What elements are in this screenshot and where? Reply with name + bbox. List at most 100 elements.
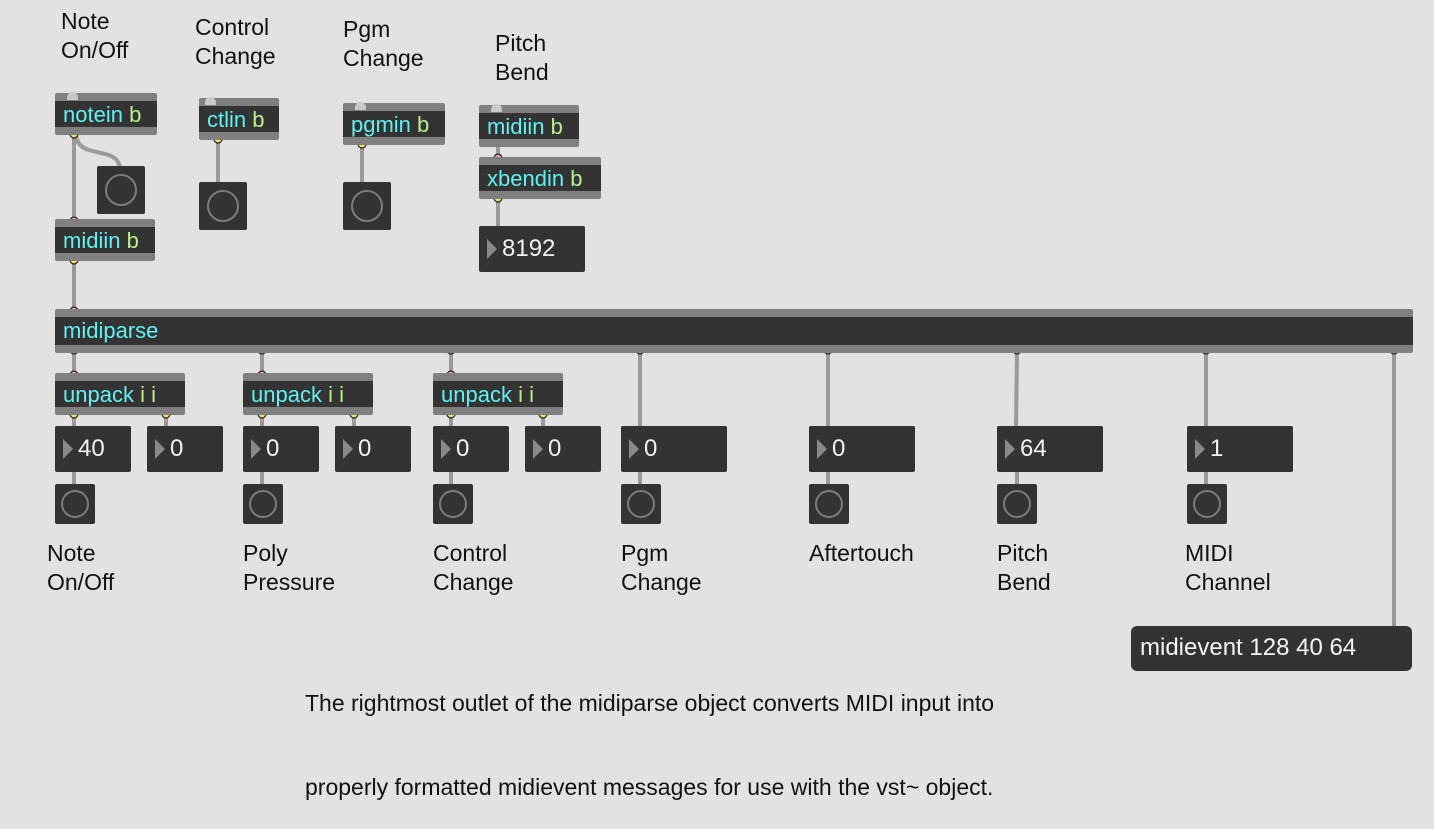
object-text: notein b bbox=[63, 102, 141, 128]
label-line: Change bbox=[621, 569, 702, 595]
label-aftertouch: Aftertouch bbox=[809, 539, 914, 568]
number-box-note-velocity[interactable]: 0 bbox=[147, 426, 223, 472]
inlet[interactable] bbox=[205, 97, 216, 105]
bang-ring-icon bbox=[61, 490, 89, 518]
label-midi-channel: MIDI Channel bbox=[1185, 539, 1271, 597]
bang-ring-icon bbox=[815, 490, 843, 518]
bang-button-note[interactable] bbox=[55, 484, 95, 524]
label-line: Channel bbox=[1185, 569, 1271, 595]
number-box-bend[interactable]: 8192 bbox=[479, 226, 585, 272]
bang-ring-icon bbox=[627, 490, 655, 518]
label-line: Bend bbox=[495, 59, 549, 85]
bang-ring-icon bbox=[105, 174, 137, 206]
ctlin-object[interactable]: ctlin b bbox=[199, 97, 279, 140]
label-line: Pressure bbox=[243, 569, 336, 595]
xbendin-object[interactable]: xbendin b bbox=[479, 157, 601, 199]
bang-ring-icon bbox=[1003, 490, 1031, 518]
object-text: unpack i i bbox=[63, 382, 156, 408]
number-arrow-icon bbox=[155, 439, 165, 459]
object-text: midiparse bbox=[63, 318, 158, 344]
object-arg: b bbox=[417, 112, 430, 137]
label-line: Change bbox=[343, 45, 424, 71]
number-arrow-icon bbox=[629, 439, 639, 459]
label-pitch-bend: Pitch Bend bbox=[997, 539, 1051, 597]
number-arrow-icon bbox=[63, 439, 73, 459]
bang-button-cc[interactable] bbox=[433, 484, 473, 524]
inlet[interactable] bbox=[355, 102, 366, 110]
label-control-change: Control Change bbox=[433, 539, 514, 597]
number-arrow-icon bbox=[1005, 439, 1015, 459]
number-value: 0 bbox=[266, 435, 280, 462]
number-box-pitch-bend[interactable]: 64 bbox=[997, 426, 1103, 472]
number-box-midi-channel[interactable]: 1 bbox=[1187, 426, 1293, 472]
label-note-on-off-top: Note On/Off bbox=[61, 7, 128, 65]
number-arrow-icon bbox=[441, 439, 451, 459]
object-arg: b bbox=[129, 102, 142, 127]
number-value: 64 bbox=[1020, 435, 1047, 462]
bang-button-midi-channel[interactable] bbox=[1187, 484, 1227, 524]
number-box-poly-b[interactable]: 0 bbox=[335, 426, 411, 472]
object-name: xbendin bbox=[487, 166, 565, 191]
object-arg: i i bbox=[140, 382, 156, 407]
bang-ring-icon bbox=[249, 490, 277, 518]
comment-line: The rightmost outlet of the midiparse ob… bbox=[305, 690, 995, 716]
inlet[interactable] bbox=[491, 104, 502, 112]
midievent-message-box[interactable]: midievent 128 40 64 bbox=[1131, 626, 1412, 671]
object-name: unpack bbox=[441, 382, 512, 407]
bang-button-ctlin[interactable] bbox=[199, 182, 247, 230]
midiin-object[interactable]: midiin b bbox=[55, 219, 155, 261]
bang-button-pitch-bend[interactable] bbox=[997, 484, 1037, 524]
number-box-cc-b[interactable]: 0 bbox=[525, 426, 601, 472]
bang-button-aftertouch[interactable] bbox=[809, 484, 849, 524]
label-line: Pitch bbox=[997, 540, 1049, 566]
label-line: Bend bbox=[997, 569, 1051, 595]
number-arrow-icon bbox=[251, 439, 261, 459]
number-box-note-pitch[interactable]: 40 bbox=[55, 426, 131, 472]
number-box-pgm[interactable]: 0 bbox=[621, 426, 727, 472]
inlet[interactable] bbox=[67, 92, 78, 100]
object-name: ctlin bbox=[207, 107, 247, 132]
label-line: Pitch bbox=[495, 30, 547, 56]
object-name: notein bbox=[63, 102, 123, 127]
midiin-object-pitchbend[interactable]: midiin b bbox=[479, 104, 579, 147]
number-box-poly-a[interactable]: 0 bbox=[243, 426, 319, 472]
number-box-cc-a[interactable]: 0 bbox=[433, 426, 509, 472]
bang-button-poly[interactable] bbox=[243, 484, 283, 524]
object-name: midiparse bbox=[63, 318, 159, 343]
label-note-on-off: Note On/Off bbox=[47, 539, 114, 597]
object-name: midiin bbox=[487, 114, 545, 139]
object-name: pgmin bbox=[351, 112, 411, 137]
unpack-object-2[interactable]: unpack i i bbox=[243, 373, 373, 415]
number-value: 0 bbox=[170, 435, 184, 462]
comment-text: The rightmost outlet of the midiparse ob… bbox=[305, 633, 994, 829]
notein-object[interactable]: notein b bbox=[55, 92, 157, 135]
unpack-object-1[interactable]: unpack i i bbox=[55, 373, 185, 415]
object-arg: b bbox=[550, 114, 563, 139]
bang-button-pgmin[interactable] bbox=[343, 182, 391, 230]
number-value: 0 bbox=[644, 435, 658, 462]
bang-button-notein[interactable] bbox=[97, 166, 145, 214]
label-line: Change bbox=[195, 43, 276, 69]
unpack-object-3[interactable]: unpack i i bbox=[433, 373, 563, 415]
label-line: Pgm bbox=[621, 540, 669, 566]
label-pitch-bend-top: Pitch Bend bbox=[495, 29, 549, 87]
number-value: 1 bbox=[1210, 435, 1224, 462]
label-poly-pressure: Poly Pressure bbox=[243, 539, 335, 597]
label-line: Pgm bbox=[343, 16, 391, 42]
bang-button-pgm[interactable] bbox=[621, 484, 661, 524]
number-arrow-icon bbox=[533, 439, 543, 459]
label-control-change-top: Control Change bbox=[195, 13, 276, 71]
pgmin-object[interactable]: pgmin b bbox=[343, 102, 445, 145]
object-text: midiin b bbox=[63, 228, 139, 254]
label-line: On/Off bbox=[47, 569, 115, 595]
bang-ring-icon bbox=[1193, 490, 1221, 518]
object-name: midiin bbox=[63, 228, 121, 253]
number-value: 8192 bbox=[502, 235, 556, 262]
bang-ring-icon bbox=[351, 190, 383, 222]
midiparse-object[interactable]: midiparse bbox=[55, 309, 1413, 353]
label-line: Note bbox=[47, 540, 96, 566]
number-arrow-icon bbox=[1195, 439, 1205, 459]
object-text: xbendin b bbox=[487, 166, 582, 192]
object-arg: b bbox=[252, 107, 265, 132]
number-box-aftertouch[interactable]: 0 bbox=[809, 426, 915, 472]
